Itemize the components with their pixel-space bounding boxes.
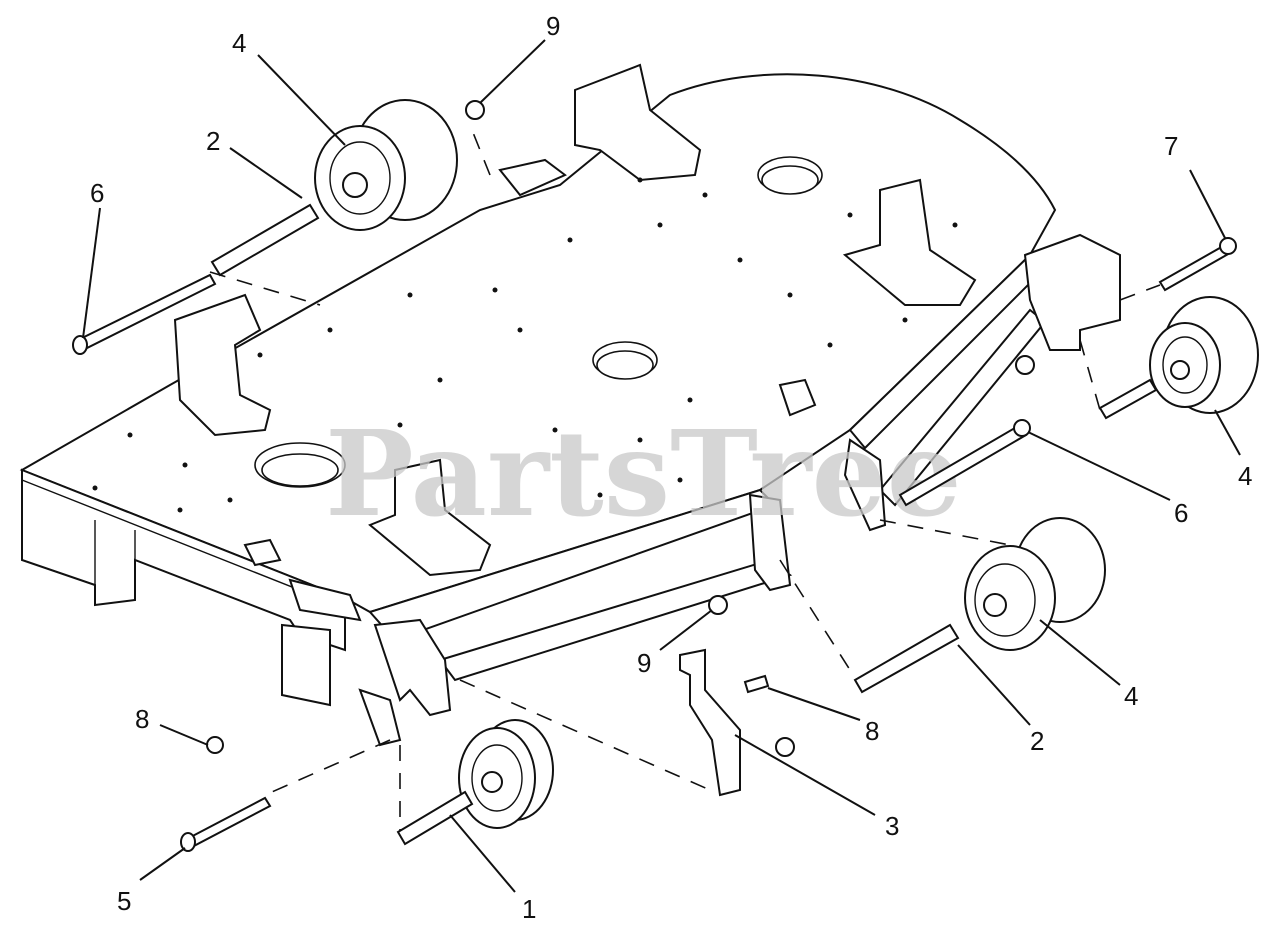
wheel-rear-left — [314, 99, 458, 231]
callout-7: 8 — [865, 716, 879, 746]
callout-2-front: 2 — [1030, 726, 1044, 756]
callout-9-top: 9 — [546, 11, 560, 41]
axles-and-pins — [72, 100, 1237, 852]
callout-4-right: 4 — [1238, 461, 1252, 491]
wheel-rear-right — [1149, 296, 1259, 414]
callout-labels: 4 2 6 9 7 4 6 4 2 8 3 9 8 5 1 — [90, 11, 1252, 924]
callout-8: 8 — [135, 704, 149, 734]
callout-5-left: 6 — [90, 178, 104, 208]
wheel-front-left — [458, 719, 554, 829]
callout-6-right: 7 — [1164, 131, 1178, 161]
callout-1: 1 — [522, 894, 536, 924]
callout-4-rear-left: 4 — [232, 28, 246, 58]
deck-holes — [92, 177, 958, 513]
mower-deck — [19, 63, 1121, 747]
callout-3: 3 — [885, 811, 899, 841]
callout-6-front-left: 5 — [117, 886, 131, 916]
leader-lines — [82, 39, 1241, 893]
callout-2-top: 2 — [206, 126, 220, 156]
callout-4-front-right: 4 — [1124, 681, 1138, 711]
callout-9-front: 9 — [637, 648, 651, 678]
callout-5-right: 6 — [1174, 498, 1188, 528]
wheel-front-right — [964, 517, 1106, 651]
assembly-lines — [209, 124, 1161, 830]
watermark-text: PartsTree — [325, 404, 962, 543]
